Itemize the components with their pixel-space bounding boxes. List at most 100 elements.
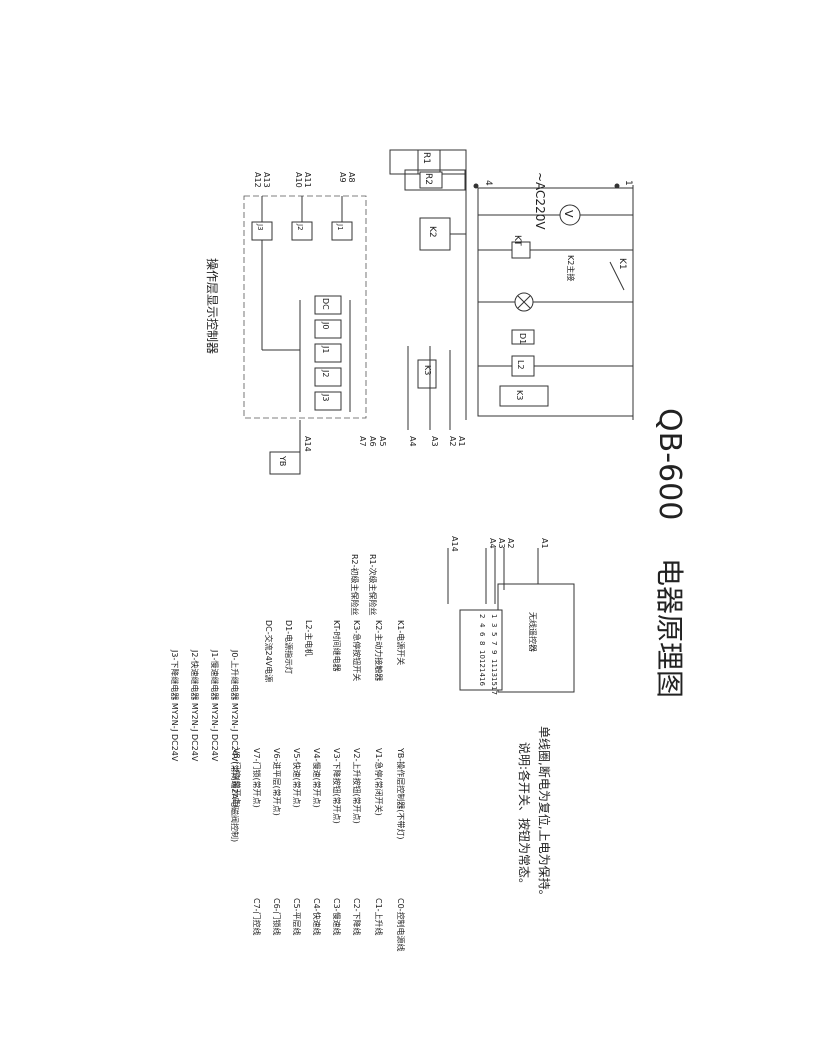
legend-col4-item: C4-快速线 <box>312 898 322 936</box>
k1-label: K1 <box>617 258 627 270</box>
fuse-and-contactor: R1 R2 K2 <box>389 149 467 420</box>
module-pin-label: 3 <box>490 623 498 627</box>
module-pin-label: 14 <box>478 668 486 677</box>
right-lead-2: A3 <box>497 538 506 549</box>
lead-top-1: A13 <box>262 172 271 188</box>
control-panel-label: 操作层显示控制器 <box>205 258 220 354</box>
legend-col1-item: R2-初级主保险丝 <box>350 554 360 616</box>
legend-col2-item: J2-快速继电器 MY2N-J DC24V <box>190 649 200 762</box>
module-pin-label: 8 <box>478 641 486 645</box>
top-leads: A12 A13 A10 A11 A9 A8 <box>253 172 356 188</box>
bottom-leads: A1 A2 A3 A4 A5 A6 A7 A14 <box>303 436 466 452</box>
j2-label: J2 <box>321 369 330 377</box>
legend-col2-item: L2-主电机 <box>304 620 314 656</box>
supply-voltage-label: ~AC220V <box>533 172 547 230</box>
legend-col2-item: KT-时间继电器 <box>332 620 342 672</box>
control-panel-frame <box>243 195 367 419</box>
legend-col4-item: C1-上升线 <box>374 898 384 936</box>
legend-col2: K1-电源开关 K2-主动力接触器 K3-急停按钮开关 KT-时间继电器 L2-… <box>170 620 406 842</box>
kt-time-relay <box>511 241 531 259</box>
j3-label: J3 <box>321 393 330 401</box>
j0-label: J0 <box>321 321 330 329</box>
lead-bottom-5: A6 <box>368 436 377 447</box>
j2b-label: J2 <box>296 223 304 231</box>
legend-col4-item: C5-平层线 <box>292 898 302 936</box>
legend-col3-item: V6-进平层(常开点) <box>272 748 281 816</box>
legend-col3: YB-操作层控制器(不带灯) V1-急停(常闭开关) V2-上升按钮(常开点) … <box>232 747 406 840</box>
terminal-label-1: 1 <box>623 180 633 186</box>
right-lead-4: A14 <box>450 536 459 552</box>
right-lead-1: A2 <box>506 538 515 549</box>
wireless-module-box <box>497 583 575 693</box>
module-pin-label: 5 <box>490 632 498 636</box>
lead-top-5: A8 <box>347 172 356 183</box>
legend-col1-item: R1-次级主保险丝 <box>368 554 378 616</box>
module-pin-label: 4 <box>478 623 486 628</box>
terminal-label-4: 4 <box>483 180 493 186</box>
k3b-label: K3 <box>423 365 432 375</box>
d1-indicator <box>511 329 535 345</box>
k2-coil-label: K2主接 <box>566 255 576 281</box>
legend-col3-item: V5-快速(常开点) <box>292 748 302 808</box>
r1-label: R1 <box>421 152 431 164</box>
module-pin-label: 9 <box>490 650 498 654</box>
legend-col2-item: J0-上升继电器 MY2N-J DC24V(常闭端2A电磁阀控制) <box>230 649 240 842</box>
voltmeter-label: V <box>562 210 575 218</box>
main-circuit: ~AC220V 1 4 V KT K2主接 K1 D1 L2 K3 <box>473 172 634 420</box>
note-line-1: 单线圈,断电为复位,上电为保持。 <box>537 726 552 902</box>
l2-label: L2 <box>516 360 525 370</box>
legend-col3-item: V4-慢速(常开点) <box>312 748 322 808</box>
main-motor-l2 <box>511 355 535 377</box>
title-group: QB-600 电器原理图 <box>652 408 687 698</box>
relay-j2 <box>314 367 342 387</box>
k3-label: K3 <box>515 390 524 400</box>
diagram-title-cn: 电器原理图 <box>653 558 686 698</box>
lead-top-4: A9 <box>338 172 347 183</box>
lead-bottom-0: A1 <box>457 436 466 447</box>
d1-label: D1 <box>518 333 527 344</box>
relay-j3 <box>314 391 342 411</box>
lead-bottom-2: A3 <box>430 436 439 447</box>
lead-bottom-4: A5 <box>378 436 387 447</box>
lead-top-2: A10 <box>294 172 303 188</box>
emergency-stop-k3 <box>499 385 549 407</box>
lead-bottom-1: A2 <box>448 436 457 447</box>
lead-bottom-6: A7 <box>358 436 367 447</box>
module-pin-label: 11 <box>490 659 498 668</box>
legend-col3-item: V1-急停(常闭开关) <box>374 748 384 816</box>
relay-j2-contact <box>291 221 313 241</box>
contactor-k2 <box>419 217 451 251</box>
notes: 单线圈,断电为复位,上电为保持。 说明:各开关、按钮为常态。 <box>517 726 552 902</box>
j1b-label: J1 <box>336 223 344 231</box>
legend-col2-item: D1-电源指示灯 <box>284 620 294 674</box>
j3b-label: J3 <box>256 223 264 231</box>
lead-top-0: A12 <box>253 172 262 188</box>
legend-col3-item: V3-下降按钮(常开点) <box>332 748 342 824</box>
module-pin-label: 17 <box>490 686 498 695</box>
legend-col4-item: C3-慢速线 <box>332 898 342 936</box>
module-pin-strip <box>459 609 503 691</box>
legend-col3-item: V7-门锁(常开点) <box>252 748 262 808</box>
legend-col4-item: C7-门控线 <box>252 898 262 936</box>
fuse-r2 <box>419 171 443 189</box>
lead-bottom-3: A4 <box>408 436 417 447</box>
module-pin-label: 6 <box>478 632 486 637</box>
module-pin-label: 12 <box>478 659 486 668</box>
relay-column: DC J0 J1 J2 J3 K3 <box>299 295 451 430</box>
relay-j1-contact <box>331 221 353 241</box>
dc-power-supply <box>314 295 342 315</box>
legend-col3-item: YB-操作层控制器(不带灯) <box>396 747 406 840</box>
module-pin-label: 2 <box>478 614 486 618</box>
module-pin-label: 10 <box>478 650 486 659</box>
module-pin-label: 13 <box>490 668 498 677</box>
right-lead-0: A1 <box>540 538 549 549</box>
legend-col2-item: K2-主动力接触器 <box>374 620 384 681</box>
yb-label: YB <box>278 455 287 466</box>
dc-label: DC <box>321 298 330 310</box>
module-label: 无线遥控器 <box>528 612 538 652</box>
operator-controller-yb <box>269 451 301 475</box>
legend-col3-item: V2-上升按钮(常开点) <box>352 748 362 824</box>
legend-col2-item: K1-电源开关 <box>396 620 406 665</box>
legend-col4: C0-控制电源线 C1-上升线 C2-下降线 C3-慢速线 C4-快速线 C5-… <box>252 898 406 952</box>
